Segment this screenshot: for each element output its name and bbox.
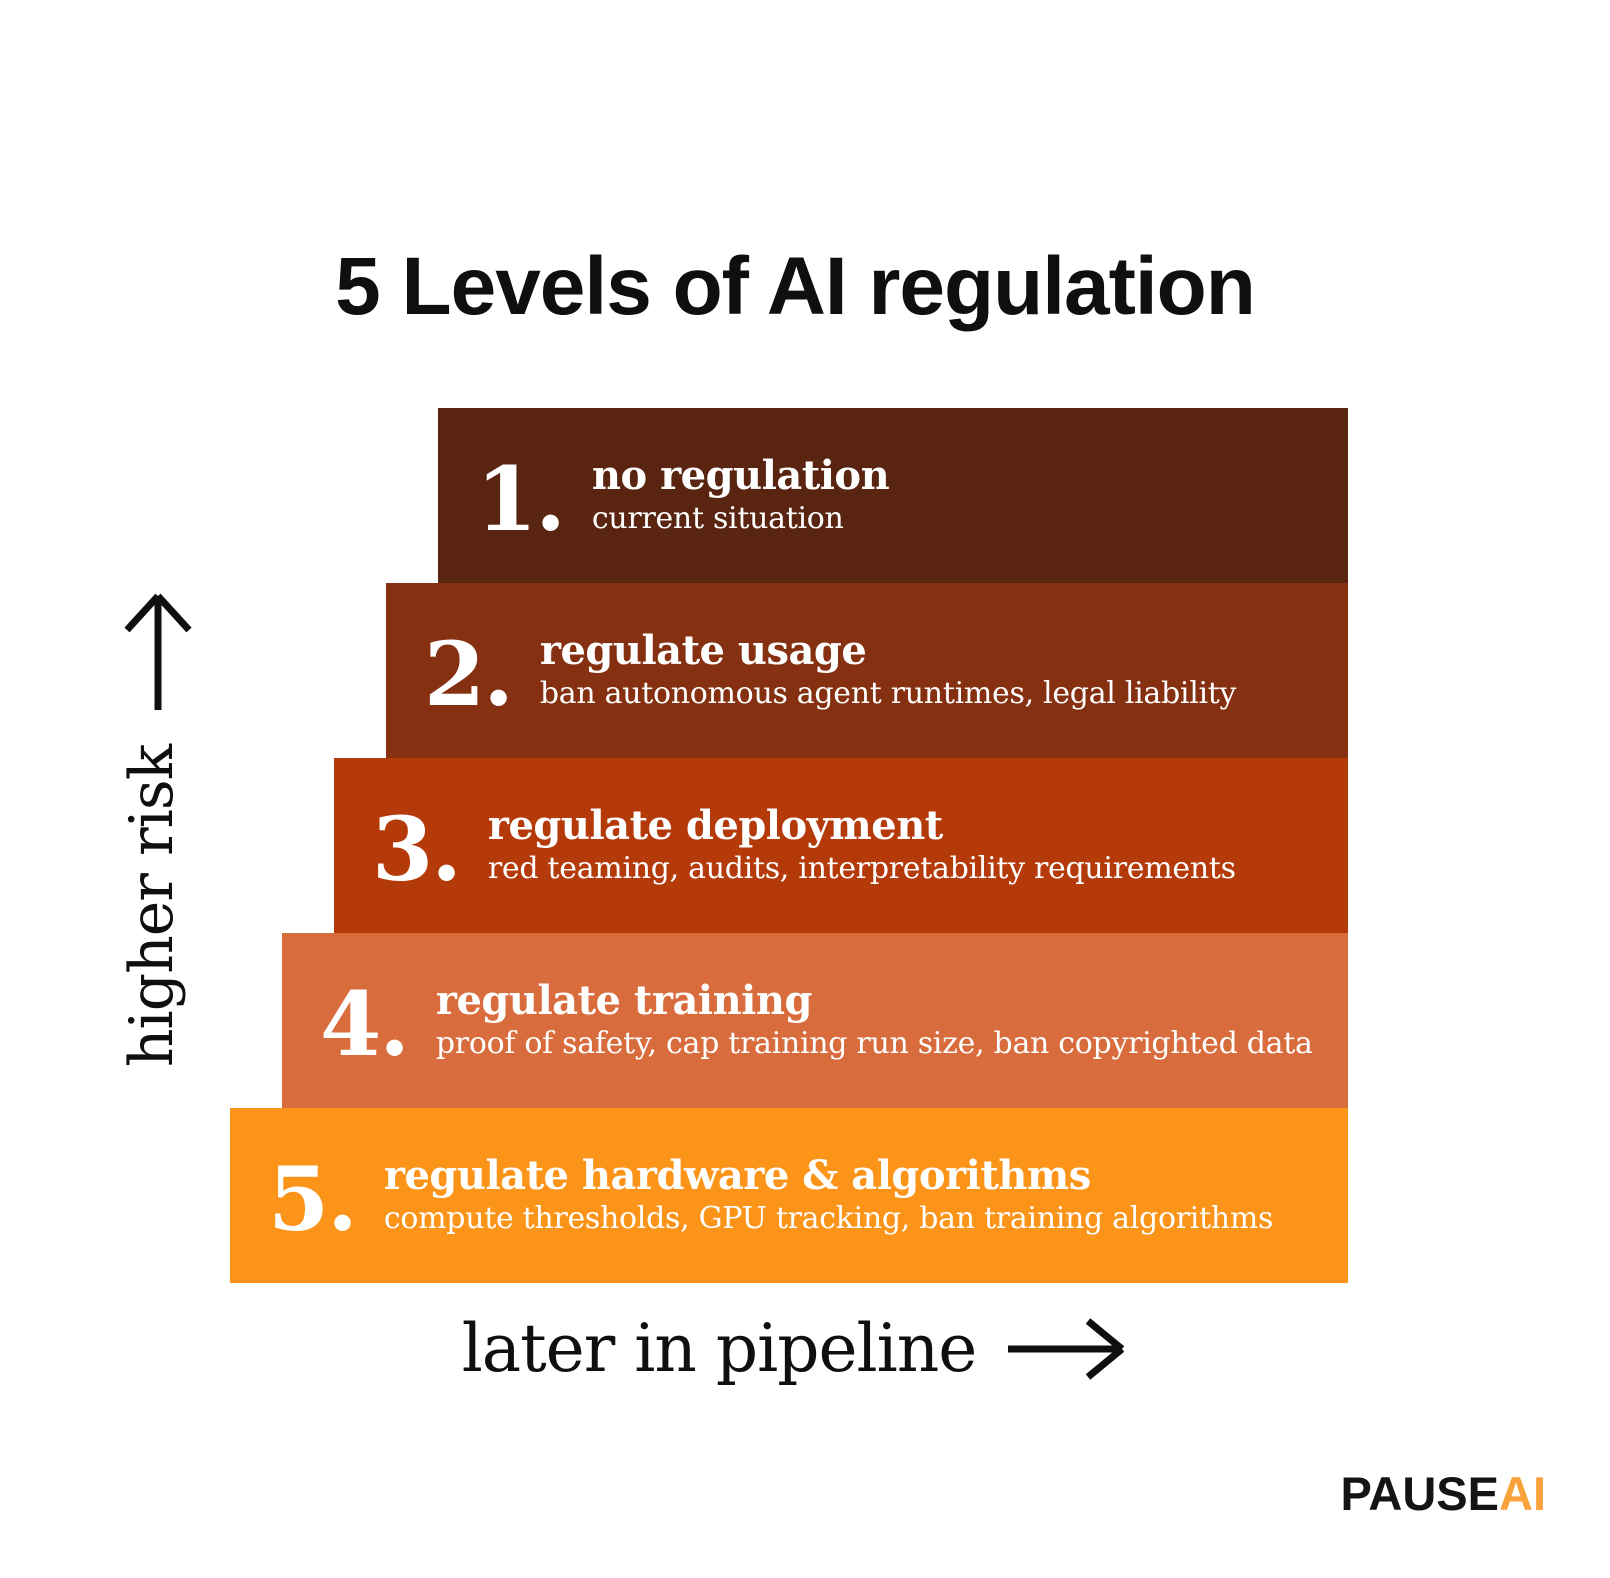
- level-text: regulate training proof of safety, cap t…: [436, 978, 1313, 1063]
- level-number: 3.: [372, 796, 462, 901]
- level-bar-3: 3. regulate deployment red teaming, audi…: [334, 758, 1348, 933]
- level-bar-2: 2. regulate usage ban autonomous agent r…: [386, 583, 1348, 758]
- y-axis-label: higher risk: [117, 744, 187, 1068]
- level-heading: regulate usage: [539, 627, 867, 674]
- level-description: ban autonomous agent runtimes, legal lia…: [539, 676, 1237, 711]
- level-heading: regulate training: [435, 977, 813, 1024]
- level-number: 5.: [268, 1146, 358, 1251]
- x-axis-label: later in pipeline: [461, 1310, 978, 1387]
- level-heading: regulate hardware & algorithms: [383, 1152, 1091, 1199]
- level-text: regulate usage ban autonomous agent runt…: [539, 627, 1237, 713]
- regulation-levels-staircase: 1. no regulation current situation 2. re…: [0, 408, 1610, 1283]
- level-number: 1.: [476, 446, 566, 551]
- up-arrow-icon: [124, 593, 192, 710]
- level-description: compute thresholds, GPU tracking, ban tr…: [383, 1201, 1274, 1236]
- level-number: 2.: [424, 621, 514, 726]
- level-description: proof of safety, cap training run size, …: [435, 1026, 1313, 1061]
- logo-text-ai: AI: [1499, 1467, 1546, 1520]
- level-number: 4.: [320, 971, 410, 1076]
- level-bar-4: 4. regulate training proof of safety, ca…: [282, 933, 1348, 1108]
- level-bar-5: 5. regulate hardware & algorithms comput…: [230, 1108, 1348, 1283]
- right-arrow-icon: [1008, 1318, 1125, 1380]
- level-heading: regulate deployment: [487, 802, 943, 849]
- page-title: 5 Levels of AI regulation: [335, 241, 1256, 332]
- logo-text-pause: PAUSE: [1340, 1467, 1499, 1520]
- x-axis: later in pipeline: [0, 1316, 1590, 1382]
- level-bar-1: 1. no regulation current situation: [438, 408, 1348, 583]
- level-text: regulate deployment red teaming, audits,…: [488, 803, 1236, 888]
- level-description: red teaming, audits, interpretability re…: [487, 851, 1236, 886]
- pauseai-logo: PAUSEAI: [1341, 1470, 1546, 1517]
- level-text: no regulation current situation: [591, 452, 890, 538]
- level-text: regulate hardware & algorithms compute t…: [383, 1152, 1274, 1238]
- level-description: current situation: [591, 501, 844, 536]
- level-heading: no regulation: [591, 452, 890, 499]
